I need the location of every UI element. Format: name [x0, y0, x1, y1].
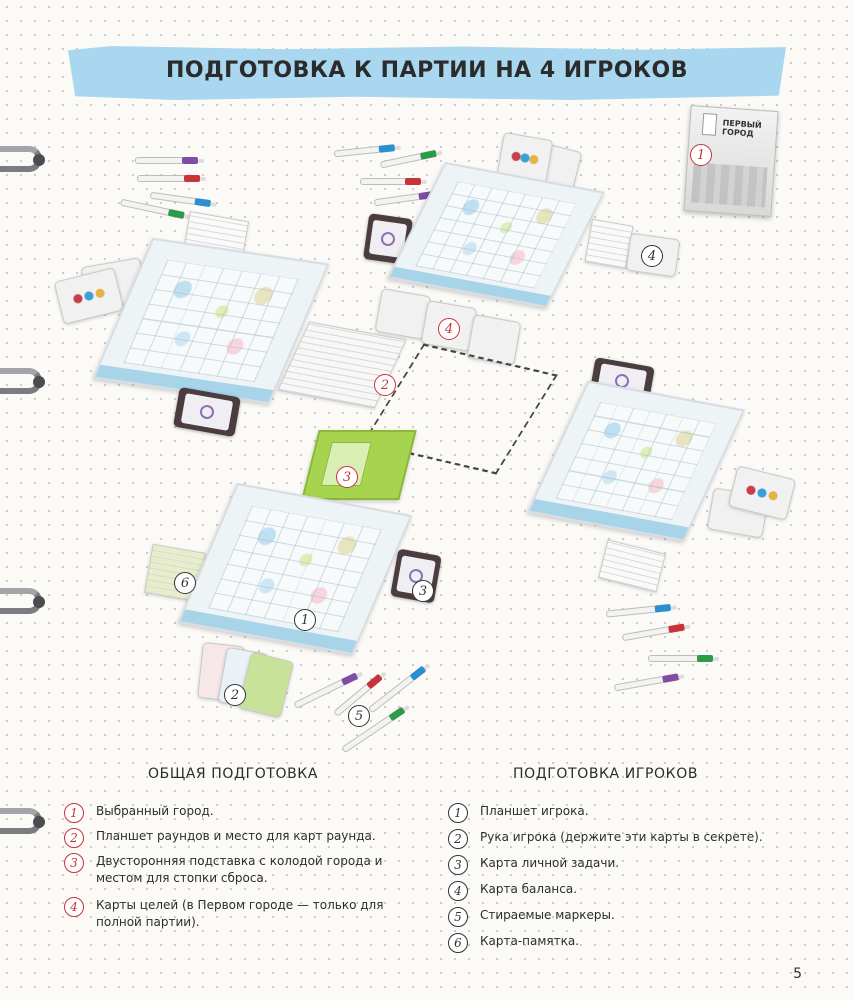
hand-card [53, 267, 125, 325]
list-item-number: 1 [448, 803, 468, 823]
marker-green [648, 655, 719, 662]
marker-green [379, 149, 443, 169]
callout-tray: 3 [336, 466, 358, 488]
list-item: 3 Двусторонняя подставка с колодой города… [64, 853, 420, 887]
city-deck-tray [301, 430, 417, 500]
marker-purple [613, 673, 685, 692]
list-item-text: Стираемые маркеры. [480, 908, 615, 922]
marker-purple [373, 190, 441, 207]
callout-hand: 2 [224, 684, 246, 706]
page-title: ПОДГОТОВКА К ПАРТИИ НА 4 ИГРОКОВ [165, 58, 689, 83]
general-setup-heading: ОБЩАЯ ПОДГОТОВКА [148, 766, 319, 782]
list-item-text: Рука игрока (держите эти карты в секрете… [480, 830, 763, 844]
marker-red [360, 178, 427, 185]
city-skyline-image [691, 162, 768, 208]
player-setup-list: 1 Планшет игрока. 2 Рука игрока (держите э… [448, 803, 818, 953]
callout-task-card: 3 [412, 580, 434, 602]
city-flag-icon [701, 112, 718, 136]
marker-blue [333, 144, 402, 158]
list-item: 1 Выбранный город. [64, 803, 420, 823]
marker-blue [149, 191, 217, 208]
list-item: 1 Планшет игрока. [448, 803, 818, 823]
callout-memo: 6 [174, 572, 196, 594]
list-item: 3 Карта личной задачи. [448, 855, 818, 875]
callout-markers: 5 [348, 705, 370, 727]
binder-ring-3 [0, 588, 45, 614]
player-board-bottom [177, 482, 413, 656]
binder-ring-4 [0, 808, 45, 834]
list-item-number: 3 [64, 853, 84, 873]
marker-purple [293, 671, 364, 709]
list-item-number: 1 [64, 803, 84, 823]
city-card-name: Первый город [721, 118, 762, 139]
general-setup-list: 1 Выбранный город. 2 Планшет раундов и мес… [64, 803, 420, 931]
list-item-number: 4 [448, 881, 468, 901]
callout-balance: 4 [641, 245, 663, 267]
callout-round-board: 2 [374, 374, 396, 396]
list-item-number: 2 [448, 829, 468, 849]
player-setup-heading: ПОДГОТОВКА ИГРОКОВ [513, 766, 699, 782]
list-item: 4 Карты целей (в Первом городе — только д… [64, 897, 420, 931]
list-item: 2 Планшет раундов и место для карт раунда… [64, 828, 420, 848]
title-banner [68, 46, 786, 100]
list-item-number: 4 [64, 897, 84, 917]
list-item: 5 Стираемые маркеры. [448, 907, 818, 927]
callout-goals: 4 [438, 318, 460, 340]
binder-ring-1 [0, 146, 45, 172]
list-item-number: 2 [64, 828, 84, 848]
list-item-number: 3 [448, 855, 468, 875]
marker-red [137, 175, 206, 182]
callout-city: 1 [690, 144, 712, 166]
list-item-number: 5 [448, 907, 468, 927]
list-item: 2 Рука игрока (держите эти карты в секрет… [448, 829, 818, 849]
list-item: 4 Карта баланса. [448, 881, 818, 901]
list-item-text: Карты целей (в Первом городе — только дл… [96, 898, 384, 929]
page-number: 5 [793, 966, 802, 982]
list-item-number: 6 [448, 933, 468, 953]
memo-card [598, 539, 666, 593]
list-item-text: Карта-памятка. [480, 934, 580, 948]
list-item-text: Карта личной задачи. [480, 856, 620, 870]
callout-player-board: 1 [294, 609, 316, 631]
marker-blue [605, 603, 678, 618]
list-item: 6 Карта-памятка. [448, 933, 818, 953]
marker-red [621, 623, 691, 642]
binder-ring-2 [0, 368, 45, 394]
list-item-text: Выбранный город. [96, 804, 214, 818]
list-item-text: Планшет раундов и место для карт раунда. [96, 829, 376, 843]
list-item-text: Двусторонняя подставка с колодой города … [96, 854, 383, 885]
list-item-text: Планшет игрока. [480, 804, 589, 818]
marker-purple [135, 157, 204, 164]
list-item-text: Карта баланса. [480, 882, 578, 896]
marker-green [119, 198, 191, 220]
